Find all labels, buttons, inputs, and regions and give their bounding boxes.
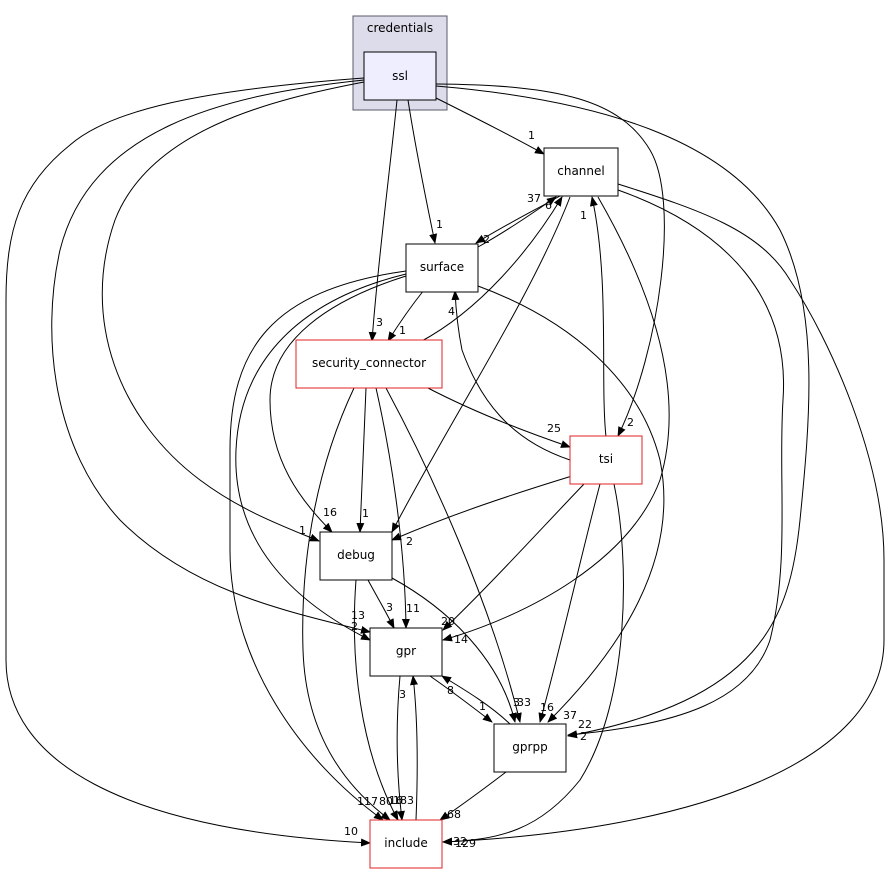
node-surface[interactable]: surface (405, 243, 479, 293)
edge-label-ssl-security-connector: 3 (376, 316, 383, 329)
node-label-channel: channel (557, 164, 604, 178)
edge-label-channel-gprpp: 22 (578, 718, 592, 731)
edge-label-surface-gpr: 13 (351, 609, 365, 622)
edge-debug-gprpp (391, 577, 517, 723)
edge-channel-gpr (442, 196, 670, 642)
edge-label-security-connector-include: 80 (379, 795, 393, 808)
edge-label-tsi-gpr: 20 (441, 615, 455, 628)
edge-label-channel-gpr: 14 (454, 633, 468, 646)
node-tsi[interactable]: tsi (569, 435, 643, 485)
node-label-surface: surface (420, 260, 464, 274)
edge-channel-gprpp (567, 189, 785, 739)
edge-debug-include (353, 579, 399, 821)
edge-label-ssl-surface: 1 (436, 218, 443, 231)
edge-ssl-channel (435, 97, 545, 155)
edge-tsi-gpr (442, 483, 585, 631)
edge-label-gprpp-include: 68 (447, 808, 461, 821)
edge-tsi-channel (589, 196, 607, 438)
edge-include-gpr (410, 675, 418, 821)
edge-label-surface-security-connector: 1 (399, 324, 406, 337)
edge-surface-gprpp (477, 285, 665, 723)
edge-labels: 1 1 3 2 1 2 10 2 2 37 6 1 129 14 22 1 4 … (299, 129, 634, 850)
edge-gpr-gprpp (429, 675, 493, 723)
edge-surface-channel (477, 196, 557, 248)
edge-security-connector-include (302, 387, 391, 821)
edge-label-surface-channel: 37 (527, 192, 541, 205)
edge-gpr-include (396, 675, 405, 821)
node-gpr[interactable]: gpr (369, 627, 443, 677)
edge-label-ssl-gprpp: 2 (580, 730, 587, 743)
edges (5, 77, 885, 847)
edge-label-channel-include: 129 (455, 837, 476, 850)
node-label-include: include (384, 836, 427, 850)
edge-ssl-security-connector (368, 99, 398, 342)
edge-ssl-surface (407, 99, 438, 244)
nodes: ssl channel surface security_connector t… (295, 51, 643, 869)
edge-ssl-tsi (435, 83, 665, 437)
edge-channel-include (442, 183, 885, 846)
edge-label-surface-gprpp: 37 (563, 709, 577, 722)
edge-label-security-connector-debug: 1 (362, 507, 369, 520)
edge-security-connector-gpr (375, 387, 410, 629)
edge-label-security-connector-tsi: 25 (547, 422, 561, 435)
node-include[interactable]: include (369, 819, 443, 869)
node-label-gprpp: gprpp (512, 740, 547, 754)
edge-label-tsi-gprpp: 16 (540, 701, 554, 714)
edge-label-ssl-channel: 1 (528, 129, 535, 142)
edge-security-connector-tsi (425, 386, 571, 448)
node-label-debug: debug (337, 548, 375, 562)
edge-label-tsi-debug: 2 (406, 535, 413, 548)
cluster-label: credentials (367, 21, 433, 35)
edge-gprpp-gpr (441, 675, 511, 725)
edge-label-tsi-channel: 1 (580, 209, 587, 222)
edge-label-surface-include: 117 (357, 795, 378, 808)
node-ssl[interactable]: ssl (363, 51, 437, 101)
node-channel[interactable]: channel (543, 147, 619, 197)
edge-label-ssl-gpr: 2 (351, 620, 358, 633)
edge-label-gpr-include: 3 (399, 688, 406, 701)
edge-ssl-include (5, 77, 371, 847)
edge-tsi-gprpp (538, 483, 601, 723)
edge-ssl-gprpp (435, 85, 810, 739)
edge-label-ssl-debug: 1 (299, 524, 306, 537)
edge-tsi-surface (451, 290, 571, 461)
edge-label-gprpp-gpr: 8 (447, 684, 454, 697)
edge-surface-debug (269, 275, 407, 533)
node-gprpp[interactable]: gprpp (493, 723, 567, 773)
edge-surface-include (229, 270, 407, 821)
edge-surface-security-connector (387, 289, 425, 342)
node-label-ssl: ssl (392, 69, 408, 83)
edge-ssl-gpr (51, 79, 371, 634)
edge-label-security-connector-gpr: 11 (406, 602, 420, 615)
node-label-security-connector: security_connector (312, 356, 426, 370)
node-security-connector[interactable]: security_connector (295, 339, 443, 389)
edge-label-tsi-include: 32 (453, 835, 467, 848)
edge-label-include-gpr: 183 (393, 794, 414, 807)
edge-surface-gpr (235, 273, 407, 641)
edge-label-ssl-tsi: 2 (627, 416, 634, 429)
node-debug[interactable]: debug (319, 531, 393, 581)
node-label-gpr: gpr (396, 644, 416, 658)
edge-label-tsi-surface: 4 (448, 305, 455, 318)
edge-label-debug-gprpp: 33 (517, 696, 531, 709)
edge-label-ssl-include: 10 (344, 825, 358, 838)
edge-security-connector-debug (356, 387, 367, 533)
edge-label-security-connector-gprpp: 3 (513, 696, 520, 709)
edge-security-connector-channel (419, 196, 563, 343)
edge-channel-debug (391, 196, 571, 533)
edge-label-gpr-gprpp: 1 (479, 700, 486, 713)
edge-label-debug-include: 16 (389, 794, 403, 807)
edge-label-surface-debug: 16 (323, 506, 337, 519)
edge-tsi-debug (391, 475, 573, 541)
edge-security-connector-gprpp (385, 387, 522, 723)
edge-ssl-debug (101, 81, 365, 542)
edge-debug-gpr (367, 579, 395, 629)
node-label-tsi: tsi (599, 452, 613, 466)
edge-tsi-include (442, 483, 624, 846)
edge-label-security-connector-channel: 6 (545, 199, 552, 212)
edge-label-debug-gpr: 3 (386, 601, 393, 614)
edge-gprpp-include (439, 771, 507, 821)
edge-label-channel-surface: 2 (483, 233, 490, 246)
